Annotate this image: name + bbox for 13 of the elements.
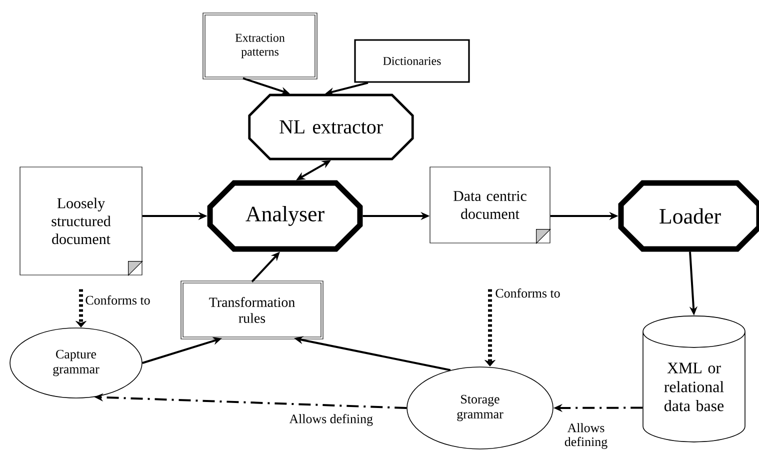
- resource-box: Dictionaries: [354, 39, 470, 83]
- database-cylinder: XML or relational data base: [642, 316, 746, 442]
- process-octagon: Loader: [618, 180, 759, 252]
- rule-box: Extraction patterns: [202, 12, 318, 80]
- arrow: [484, 289, 496, 366]
- edge-label: Allows defining: [560, 422, 612, 450]
- rule-box: Transformation rules: [180, 280, 324, 340]
- process-octagon: NL extractor: [248, 94, 414, 160]
- edge-label: Conforms to: [84, 294, 152, 306]
- edge-label: Conforms to: [494, 287, 562, 299]
- edge-label: Allows defining: [288, 413, 374, 427]
- process-octagon: Analyser: [207, 180, 363, 252]
- arrow: [76, 289, 86, 328]
